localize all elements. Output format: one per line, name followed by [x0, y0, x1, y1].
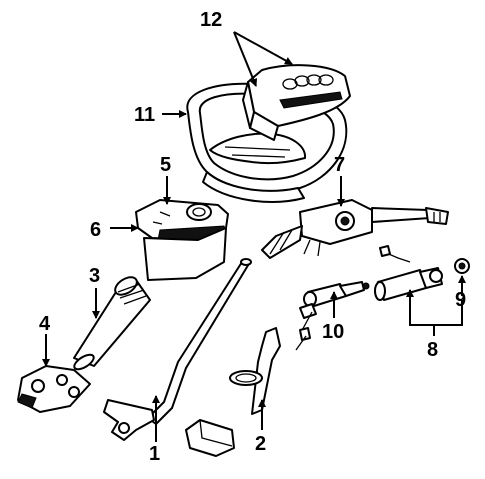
callout-9: 9	[455, 289, 466, 311]
callout-12: 12	[200, 9, 222, 31]
bearing-sleeve-icon	[73, 276, 151, 371]
column-bracket-icon	[17, 365, 91, 413]
callout-11: 11	[134, 104, 155, 126]
callout-2: 2	[255, 433, 266, 455]
callout-8: 8	[427, 339, 438, 361]
airbag-module-icon	[242, 64, 351, 141]
callout-6: 6	[90, 219, 101, 241]
callout-7: 7	[334, 154, 345, 176]
callout-10: 10	[322, 321, 344, 343]
callout-3: 3	[89, 265, 100, 287]
callout-5: 5	[160, 154, 171, 176]
lock-cylinder-keys-icon	[295, 303, 317, 351]
column-shroud-icon	[135, 199, 229, 281]
actuator-rod-icon	[374, 245, 443, 301]
ignition-lock-icon	[303, 281, 370, 307]
leader-lines	[42, 31, 466, 442]
lock-housing-bolt-icon	[454, 258, 470, 274]
intermediate-shaft-icon	[185, 327, 281, 457]
combination-switch-icon	[261, 199, 449, 259]
callout-4: 4	[39, 313, 51, 335]
steering-shaft-icon	[103, 258, 252, 441]
callout-1: 1	[149, 443, 160, 465]
